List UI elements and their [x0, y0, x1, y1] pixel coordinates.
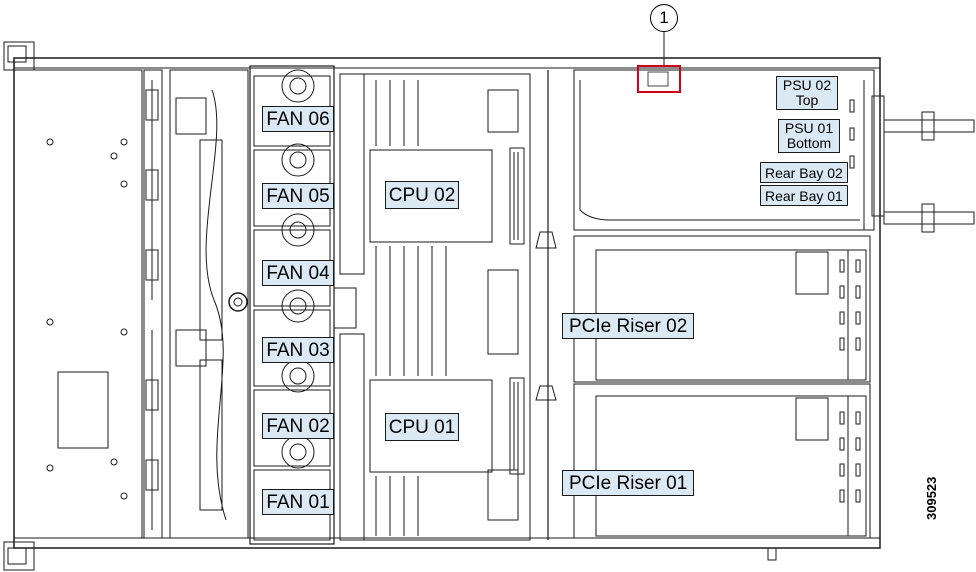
pcie-riser-01-label: PCIe Riser 01	[562, 470, 695, 496]
rear-vent-slots	[839, 99, 861, 503]
psu-handle-top	[883, 111, 975, 141]
front-ear-bottom	[3, 541, 35, 571]
fan-02-label: FAN 02	[262, 413, 334, 439]
fan-rotor	[281, 435, 315, 469]
fan-05-label: FAN 05	[262, 183, 334, 209]
figure-id: 309523	[924, 476, 939, 520]
psu-01-label: PSU 01 Bottom	[778, 119, 840, 153]
psu-02-label: PSU 02 Top	[776, 76, 838, 110]
dimm-slots	[375, 80, 447, 536]
cpu-01-label: CPU 01	[385, 413, 459, 441]
psu-handle-bottom	[883, 203, 975, 233]
cable-channel	[169, 69, 249, 539]
psu-01-name: PSU 01	[784, 120, 834, 136]
fan-rotor	[281, 359, 315, 393]
fan-rotor	[281, 143, 315, 177]
pcie-riser-02-area	[573, 235, 871, 383]
fan-01-label: FAN 01	[262, 489, 334, 515]
psu-bay	[573, 69, 885, 231]
psu-01-position: Bottom	[786, 135, 832, 151]
fan-04-label: FAN 04	[262, 260, 334, 286]
air-duct	[339, 73, 531, 541]
fan-cage	[249, 65, 357, 545]
cpu-02-heatsink	[369, 89, 525, 355]
fan-rotor	[281, 69, 315, 103]
callout-highlight-box	[637, 65, 681, 93]
pcie-riser-02-label: PCIe Riser 02	[562, 313, 695, 339]
psu-02-position: Top	[795, 92, 819, 108]
psu-02-name: PSU 02	[782, 77, 832, 93]
pcie-riser-01-area	[573, 383, 871, 539]
cpu-01-heatsink	[369, 377, 525, 521]
fan-03-label: FAN 03	[262, 337, 334, 363]
fan-rotor	[281, 213, 315, 247]
rear-bay-01-label: Rear Bay 01	[760, 185, 848, 206]
fan-rotor	[281, 289, 315, 323]
rear-bay-02-label: Rear Bay 02	[760, 162, 848, 183]
cpu-02-label: CPU 02	[385, 181, 459, 209]
front-drive-bays	[13, 69, 143, 539]
fan-06-label: FAN 06	[262, 106, 334, 132]
drive-backplane	[143, 69, 163, 539]
callout-number: 1	[650, 4, 678, 32]
front-ear-top	[3, 41, 35, 71]
